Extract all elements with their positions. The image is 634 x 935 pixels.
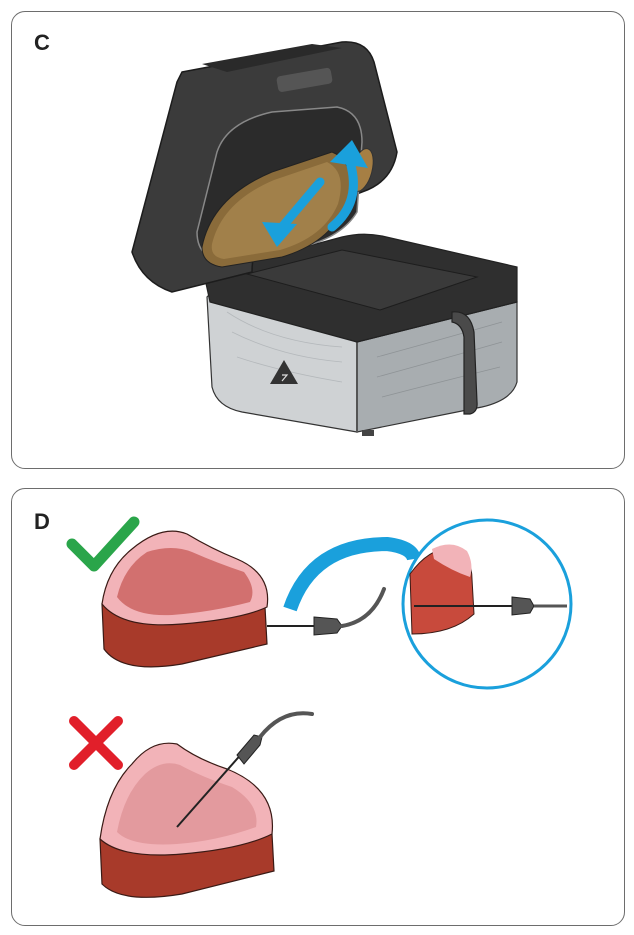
green-check-icon <box>66 516 140 572</box>
air-fryer-lid <box>131 41 398 293</box>
probe-correct <box>267 587 386 636</box>
red-cross-icon <box>69 716 123 770</box>
zoom-arc <box>283 536 421 612</box>
steak-correct <box>101 530 269 668</box>
panel-c: C <box>11 11 625 469</box>
probe-wrong <box>176 711 314 828</box>
panel-d: D <box>11 488 625 926</box>
steak-wrong <box>99 742 275 898</box>
rotate-arrow-icon <box>327 140 368 232</box>
probe-illustration <box>66 516 573 898</box>
air-fryer-illustration <box>131 41 518 436</box>
panel-label-c: C <box>34 30 50 55</box>
zoom-detail <box>401 518 573 690</box>
cooking-tray <box>203 233 518 415</box>
panel-label-d: D <box>34 509 50 534</box>
down-arrow-icon <box>262 177 325 247</box>
